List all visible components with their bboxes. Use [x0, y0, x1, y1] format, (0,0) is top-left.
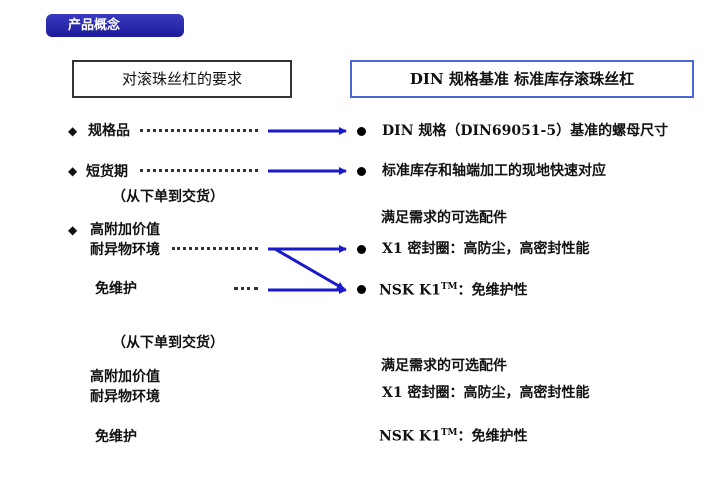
tm-mark: TM — [440, 428, 458, 438]
k1-desc: ：免维护性 — [457, 428, 528, 445]
diamond-bullet-icon: ◆ — [68, 164, 78, 178]
bullet-icon — [357, 167, 366, 176]
title-badge: 产品概念 — [46, 14, 184, 37]
req-env-2: 耐异物环境 — [90, 389, 160, 405]
bullet-icon — [357, 127, 366, 136]
sol-k1: NSK K1TM：免维护性 — [379, 278, 528, 300]
diamond-bullet-icon: ◆ — [68, 124, 78, 138]
arrow-env-diag — [274, 247, 345, 291]
bullet-icon — [357, 245, 366, 254]
req-value: 高附加价值 — [90, 222, 160, 238]
bullet-icon — [357, 285, 366, 294]
req-value-2: 高附加价值 — [90, 369, 160, 385]
sol-x1-2: X1 密封圈：高防尘，高密封性能 — [382, 385, 590, 401]
sol-din: DIN 规格（DIN69051-5）基准的螺母尺寸 — [382, 123, 669, 139]
req-spec: 规格品 — [88, 123, 130, 139]
right-header: DIN 规格基准 标准库存滚珠丝杠 — [350, 60, 694, 98]
left-header: 对滚珠丝杠的要求 — [72, 60, 292, 98]
dot-leader — [172, 247, 258, 250]
diamond-bullet-icon: ◆ — [68, 223, 78, 237]
dot-leader — [140, 169, 258, 172]
dot-leader — [234, 287, 258, 290]
sol-k1-2: NSK K1TM：免维护性 — [379, 424, 528, 446]
tm-mark: TM — [440, 282, 458, 292]
sol-x1: X1 密封圈：高防尘，高密封性能 — [382, 241, 590, 257]
req-maint: 免维护 — [95, 281, 137, 297]
k1-name: NSK K1 — [379, 282, 441, 299]
sol-options-2: 满足需求的可选配件 — [381, 358, 507, 374]
req-short-note: （从下单到交货） — [112, 189, 224, 205]
req-env: 耐异物环境 — [90, 242, 160, 258]
dot-leader — [140, 129, 258, 132]
sol-stock: 标准库存和轴端加工的现地快速对应 — [382, 163, 606, 179]
k1-desc: ：免维护性 — [457, 282, 528, 299]
k1-name: NSK K1 — [379, 428, 441, 445]
req-maint-2: 免维护 — [95, 429, 137, 445]
req-short-note-2: （从下单到交货） — [112, 335, 224, 351]
req-short: 短货期 — [86, 164, 128, 180]
sol-options: 满足需求的可选配件 — [381, 210, 507, 226]
